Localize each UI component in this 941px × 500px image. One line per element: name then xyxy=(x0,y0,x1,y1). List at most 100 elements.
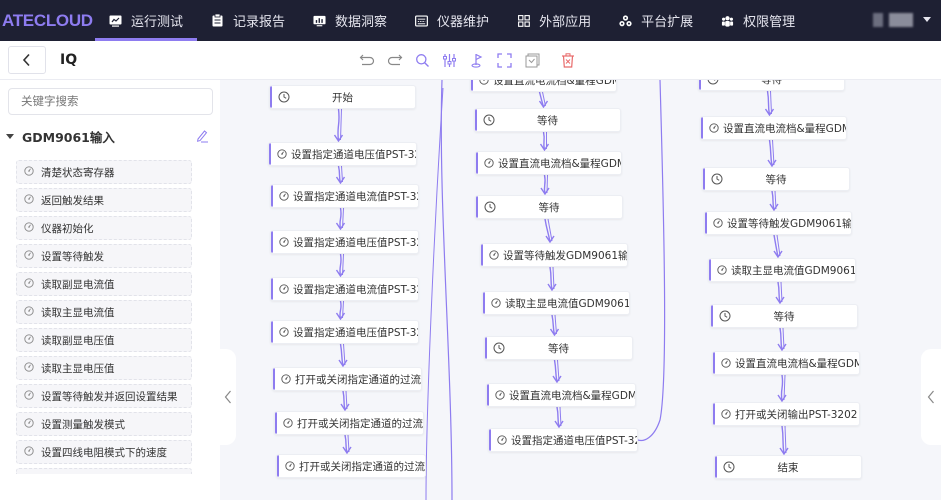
collapse-sidebar-button[interactable] xyxy=(220,349,236,445)
expand-right-panel-button[interactable] xyxy=(921,349,941,445)
gauge-icon xyxy=(717,265,727,275)
flow-node-label: 设置指定通道电压值PST-3202 xyxy=(511,434,637,447)
gauge-icon xyxy=(279,191,289,201)
command-list-item[interactable]: 设置等待触发并返回设置结果 xyxy=(16,384,192,408)
command-list-item[interactable]: 读取副显电流值 xyxy=(16,272,192,296)
nav-platform-extension[interactable]: 平台扩展 xyxy=(605,0,707,41)
flow-node[interactable]: 开始 xyxy=(269,85,416,109)
command-list-item[interactable]: 返回触发结果 xyxy=(16,188,192,212)
undo-button[interactable] xyxy=(358,51,376,69)
edit-group-button[interactable] xyxy=(195,128,209,147)
command-sidebar: GDM9061输入 清楚状态寄存器返回触发结果仪器初始化设置等待触发读取副显电流… xyxy=(0,80,220,500)
instrument-icon xyxy=(415,14,429,27)
back-button[interactable] xyxy=(8,46,46,74)
flow-node[interactable]: 等待 xyxy=(702,167,850,191)
nav-permission-management[interactable]: 权限管理 xyxy=(707,0,809,41)
command-label: 读取主显电流值 xyxy=(41,306,115,319)
command-list-item[interactable]: 设置四线电阻模式下的速度 xyxy=(16,440,192,464)
flow-node[interactable]: 设置直流电流档&量程GDM9061 xyxy=(712,351,860,375)
flow-node[interactable]: 等待 xyxy=(474,108,621,132)
gauge-icon xyxy=(279,327,289,337)
nav-record-report[interactable]: 记录报告 xyxy=(197,0,299,41)
gauge-icon xyxy=(709,123,719,133)
gauge-icon xyxy=(24,389,34,403)
flow-node-label: 设置直流电流档&量程GDM9061 xyxy=(735,357,859,370)
flow-node[interactable]: 设置指定通道电压值PST-3202 xyxy=(268,142,417,166)
fullscreen-button[interactable] xyxy=(496,51,514,69)
nav-external-apps[interactable]: 外部应用 xyxy=(503,0,605,41)
flow-node[interactable]: 设置直流电流档&量程GDM9061 xyxy=(700,116,847,140)
flow-node[interactable]: 打开或关闭输出PST-3202 xyxy=(712,402,860,426)
flow-node-label: 读取主显电流值GDM9061输入 xyxy=(505,297,629,310)
save-button[interactable] xyxy=(523,51,541,69)
clock-icon xyxy=(711,173,723,185)
flow-node[interactable]: 打开或关闭指定通道的过流保护 xyxy=(274,411,424,435)
flow-node[interactable]: 等待 xyxy=(484,336,633,360)
command-label: 清楚状态寄存器 xyxy=(41,166,115,179)
command-list: 清楚状态寄存器返回触发结果仪器初始化设置等待触发读取副显电流值读取主显电流值读取… xyxy=(16,160,192,468)
nav-label: 数据洞察 xyxy=(335,15,388,30)
flag-icon xyxy=(471,53,483,68)
flow-node[interactable]: 设置直流电流档&量程GDM9061 xyxy=(486,383,636,407)
save-icon xyxy=(525,53,539,67)
flow-node-label: 设置等待触发GDM9061输入 xyxy=(503,249,627,262)
page-title: IQ xyxy=(60,52,78,68)
flow-node-label: 等待 xyxy=(765,173,787,186)
settings-button[interactable] xyxy=(441,51,459,69)
keyword-search-input[interactable] xyxy=(8,88,213,115)
flow-node-label: 等待 xyxy=(548,342,569,355)
command-list-item[interactable]: 读取主显电流值 xyxy=(16,300,192,324)
flow-node[interactable]: 等待 xyxy=(698,80,845,91)
flow-node[interactable]: 读取主显电流值GDM9061输入 xyxy=(482,291,630,315)
nav-run-test[interactable]: 运行测试 xyxy=(95,0,198,41)
flow-node[interactable]: 设置等待触发GDM9061输入 xyxy=(704,211,852,235)
user-menu-caret-icon[interactable] xyxy=(923,17,931,22)
command-list-item[interactable]: 读取副显电压值 xyxy=(16,328,192,352)
delete-icon xyxy=(561,52,574,68)
command-list-item[interactable]: 清楚状态寄存器 xyxy=(16,160,192,184)
nav-data-insight[interactable]: 数据洞察 xyxy=(299,0,401,41)
flow-node[interactable]: 设置指定通道电压值PST-3202 xyxy=(270,320,419,344)
nav-instrument-maintenance[interactable]: 仪器维护 xyxy=(401,0,503,41)
flag-button[interactable] xyxy=(468,51,486,69)
flow-node-label: 设置指定通道电流值PST-3202 xyxy=(293,190,418,203)
gauge-icon xyxy=(24,277,34,291)
grid-apps-icon xyxy=(517,14,530,27)
command-label: 设置测量触发模式 xyxy=(41,418,125,431)
user-avatar-name[interactable] xyxy=(873,13,913,27)
redo-button[interactable] xyxy=(386,51,404,69)
gauge-icon xyxy=(24,417,34,431)
flow-node[interactable]: 等待 xyxy=(475,195,623,219)
flow-node[interactable]: 设置指定通道电压值PST-3202 xyxy=(270,230,419,254)
flow-node[interactable]: 设置指定通道电压值PST-3202 xyxy=(488,428,638,452)
command-list-item[interactable]: 读取主显电压值 xyxy=(16,356,192,380)
command-list-item[interactable]: 设置测量触发模式 xyxy=(16,412,192,436)
command-list-item-partial xyxy=(16,468,192,474)
monitor-chart-icon xyxy=(313,14,326,27)
flow-node-label: 打开或关闭输出PST-3202 xyxy=(735,408,858,421)
flow-node[interactable]: 设置指定通道电流值PST-3202 xyxy=(270,184,419,208)
command-group-header[interactable]: GDM9061输入 xyxy=(6,127,115,146)
flow-node[interactable]: 设置直流电流档&量程GDM9061 xyxy=(475,151,622,175)
flow-node[interactable]: 设置指定通道电流值PST-3202 xyxy=(270,277,419,301)
gauge-icon xyxy=(277,149,287,159)
gauge-icon xyxy=(495,390,505,400)
flow-node[interactable]: 读取主显电流值GDM9061输入 xyxy=(708,258,856,282)
chart-line-icon xyxy=(109,14,122,27)
delete-button[interactable] xyxy=(559,51,577,69)
flow-node[interactable]: 设置等待触发GDM9061输入 xyxy=(480,243,628,267)
flow-node[interactable]: 设置直流电流档&量程GDM9061 xyxy=(470,80,617,92)
command-list-item[interactable]: 仪器初始化 xyxy=(16,216,192,240)
flow-node-label: 设置直流电流档&量程GDM9061 xyxy=(509,389,635,402)
search-button[interactable] xyxy=(413,51,431,69)
gauge-icon xyxy=(283,418,293,428)
command-list-item[interactable]: 设置等待触发 xyxy=(16,244,192,268)
clipboard-icon xyxy=(211,14,224,27)
flow-node[interactable]: 打开或关闭指定通道的过流保护 xyxy=(272,367,422,391)
clock-icon xyxy=(484,201,496,213)
flow-node-label: 打开或关闭指定通道的过流保护 xyxy=(297,417,423,430)
flow-node[interactable]: 结束 xyxy=(714,455,862,479)
flow-node[interactable]: 等待 xyxy=(710,304,858,328)
flow-node[interactable]: 打开或关闭指定通道的过流保护 xyxy=(276,454,426,478)
